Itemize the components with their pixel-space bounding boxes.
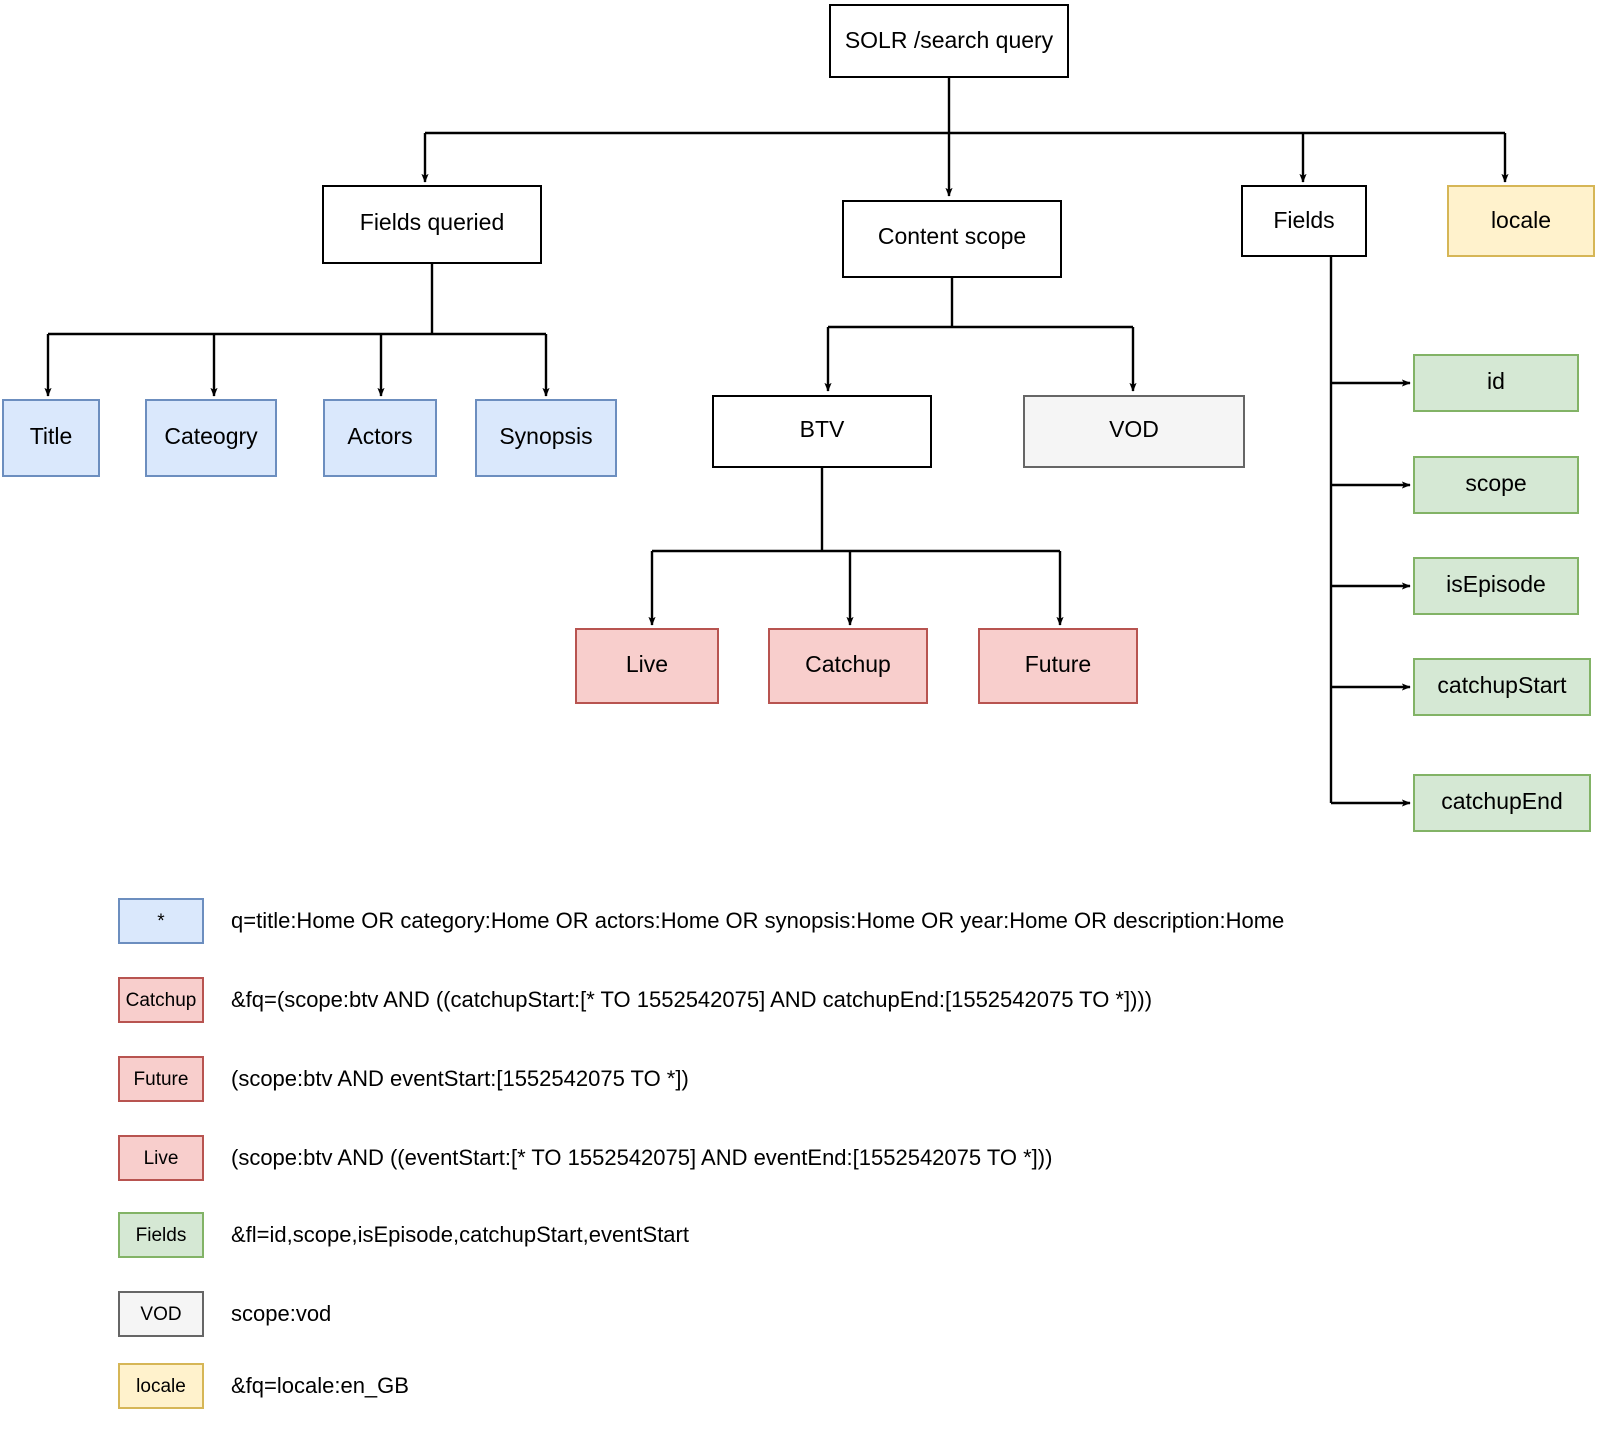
node-field-catchupend-label: catchupEnd <box>1441 788 1562 814</box>
node-fields[interactable]: Fields <box>1241 185 1367 257</box>
legend-chip-fields[interactable] <box>118 1212 204 1258</box>
node-btv-label: BTV <box>800 416 845 442</box>
edge-btv-branch <box>648 467 1064 626</box>
legend-text-catchup: &fq=(scope:btv AND ((catchupStart:[* TO … <box>231 987 1152 1012</box>
node-field-scope-label: scope <box>1465 470 1526 496</box>
legend-text-live: (scope:btv AND ((eventStart:[* TO 155254… <box>231 1145 1052 1170</box>
legend-chip-future[interactable] <box>118 1056 204 1102</box>
node-actors-label: Actors <box>347 423 412 449</box>
node-cateogry-label: Cateogry <box>164 423 258 449</box>
edge-root-trunk <box>421 77 1509 197</box>
node-field-isepisode-label: isEpisode <box>1446 571 1546 597</box>
node-catchup[interactable]: Catchup <box>768 628 928 704</box>
node-title-label: Title <box>30 423 73 449</box>
node-future-label: Future <box>1025 651 1091 677</box>
node-vod[interactable]: VOD <box>1023 395 1245 468</box>
node-fields-label: Fields <box>1273 207 1334 233</box>
node-field-catchupstart[interactable]: catchupStart <box>1413 658 1591 716</box>
node-field-id[interactable]: id <box>1413 354 1579 412</box>
legend-text-fields: &fl=id,scope,isEpisode,catchupStart,even… <box>231 1222 689 1247</box>
legend-chip-vod-label: VOD <box>140 1304 181 1325</box>
node-field-isepisode[interactable]: isEpisode <box>1413 557 1579 615</box>
legend-text-locale: &fq=locale:en_GB <box>231 1373 409 1398</box>
node-content-scope[interactable]: Content scope <box>842 200 1062 278</box>
legend-row-future: Future (scope:btv AND eventStart:[155254… <box>118 1056 689 1102</box>
legend-chip-live-label: Live <box>144 1148 179 1169</box>
legend-text-wildcard: q=title:Home OR category:Home OR actors:… <box>231 908 1284 933</box>
legend-row-vod: VOD scope:vod <box>118 1291 331 1337</box>
node-synopsis[interactable]: Synopsis <box>475 399 617 477</box>
legend-chip-locale-label: locale <box>136 1376 186 1397</box>
edge-fields-queried-branch <box>44 263 550 397</box>
legend-row-locale: locale &fq=locale:en_GB <box>118 1363 409 1409</box>
node-solr-search-query-label: SOLR /search query <box>845 27 1054 53</box>
legend-chip-live[interactable] <box>118 1135 204 1181</box>
legend-row-fields: Fields &fl=id,scope,isEpisode,catchupSta… <box>118 1212 689 1258</box>
node-content-scope-label: Content scope <box>878 223 1026 249</box>
legend-chip-locale[interactable] <box>118 1363 204 1409</box>
node-vod-label: VOD <box>1109 416 1159 442</box>
legend-chip-fields-label: Fields <box>136 1225 187 1246</box>
node-title[interactable]: Title <box>2 399 100 477</box>
legend-chip-wildcard[interactable] <box>118 898 204 944</box>
edge-content-scope-branch <box>824 277 1137 392</box>
node-future[interactable]: Future <box>978 628 1138 704</box>
node-locale[interactable]: locale <box>1447 185 1595 257</box>
legend-row-catchup: Catchup &fq=(scope:btv AND ((catchupStar… <box>118 977 1152 1023</box>
legend-text-vod: scope:vod <box>231 1301 331 1326</box>
legend-chip-future-label: Future <box>134 1069 189 1090</box>
edge-fields-branch <box>1329 256 1411 807</box>
legend-text-future: (scope:btv AND eventStart:[1552542075 TO… <box>231 1066 689 1091</box>
node-fields-queried[interactable]: Fields queried <box>322 185 542 264</box>
node-actors[interactable]: Actors <box>323 399 437 477</box>
node-synopsis-label: Synopsis <box>499 423 592 449</box>
node-field-catchupstart-label: catchupStart <box>1437 672 1567 698</box>
node-field-scope[interactable]: scope <box>1413 456 1579 514</box>
node-live[interactable]: Live <box>575 628 719 704</box>
node-field-catchupend[interactable]: catchupEnd <box>1413 774 1591 832</box>
node-field-id-label: id <box>1487 368 1505 394</box>
node-btv[interactable]: BTV <box>712 395 932 468</box>
legend-row-live: Live (scope:btv AND ((eventStart:[* TO 1… <box>118 1135 1052 1181</box>
node-solr-search-query[interactable]: SOLR /search query <box>829 4 1069 78</box>
legend-row-wildcard: * q=title:Home OR category:Home OR actor… <box>118 898 1284 944</box>
legend-chip-catchup[interactable] <box>118 977 204 1023</box>
legend-chip-wildcard-label: * <box>157 911 165 932</box>
legend-chip-catchup-label: Catchup <box>126 990 197 1011</box>
node-cateogry[interactable]: Cateogry <box>145 399 277 477</box>
legend-chip-vod[interactable] <box>118 1291 204 1337</box>
node-fields-queried-label: Fields queried <box>360 209 504 235</box>
node-catchup-label: Catchup <box>805 651 891 677</box>
node-locale-label: locale <box>1491 207 1551 233</box>
node-live-label: Live <box>626 651 668 677</box>
